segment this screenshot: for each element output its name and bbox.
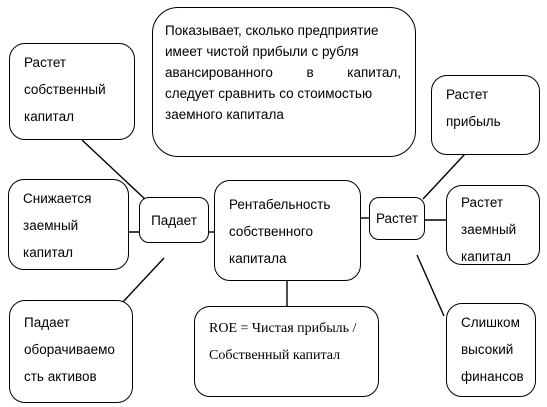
roe-explanation-line: заемного капитала (165, 107, 284, 122)
own-capital-grows-label: Растет собственный капитал (24, 55, 106, 124)
roe-explanation-box: Показывает, сколько предприятие имеет чи… (152, 7, 416, 157)
borrowed-capital-decreases-label: Снижается заемный капитал (23, 191, 92, 260)
borrowed-capital-grows-label: Растет заемный капитал (461, 195, 517, 264)
asset-turnover-falls-box: Падает оборачиваемо сть активов (9, 300, 133, 403)
connector-falls-to-own-capital (81, 139, 148, 202)
rises-node: Растет (369, 197, 425, 240)
roe-formula-box: ROE = Чистая прибыль / Собственный капит… (194, 306, 379, 397)
profit-grows-label: Растет прибыль (446, 87, 501, 129)
high-leverage-label: Слишком высокий финансов (461, 315, 524, 384)
falls-label: Падает (151, 212, 197, 228)
asset-turnover-falls-label: Падает оборачиваемо сть активов (24, 315, 115, 384)
own-capital-grows-box: Растет собственный капитал (9, 43, 135, 140)
profit-grows-box: Растет прибыль (431, 75, 540, 155)
roe-explanation-line: имеет чистой прибыли с рубля (165, 44, 359, 59)
rises-label: Растет (375, 211, 419, 226)
connector-rises-to-leverage (416, 254, 445, 317)
roe-formula-text: ROE = Чистая прибыль / Собственный капит… (209, 321, 357, 363)
roe-explanation-line: авансированного в капитал, (165, 65, 401, 80)
borrowed-capital-decreases-box: Снижается заемный капитал (8, 179, 129, 270)
borrowed-capital-grows-box: Растет заемный капитал (446, 185, 540, 265)
roe-center-box: Рентабельность собственного капитала (214, 180, 361, 281)
high-leverage-box: Слишком высокий финансов (446, 303, 536, 397)
falls-node: Падает (139, 197, 209, 243)
roe-center-label: Рентабельность собственного капитала (229, 197, 331, 266)
roe-explanation-line: следует сравнить со стоимостью (165, 86, 373, 101)
roe-explanation-line: Показывает, сколько предприятие (165, 23, 379, 38)
